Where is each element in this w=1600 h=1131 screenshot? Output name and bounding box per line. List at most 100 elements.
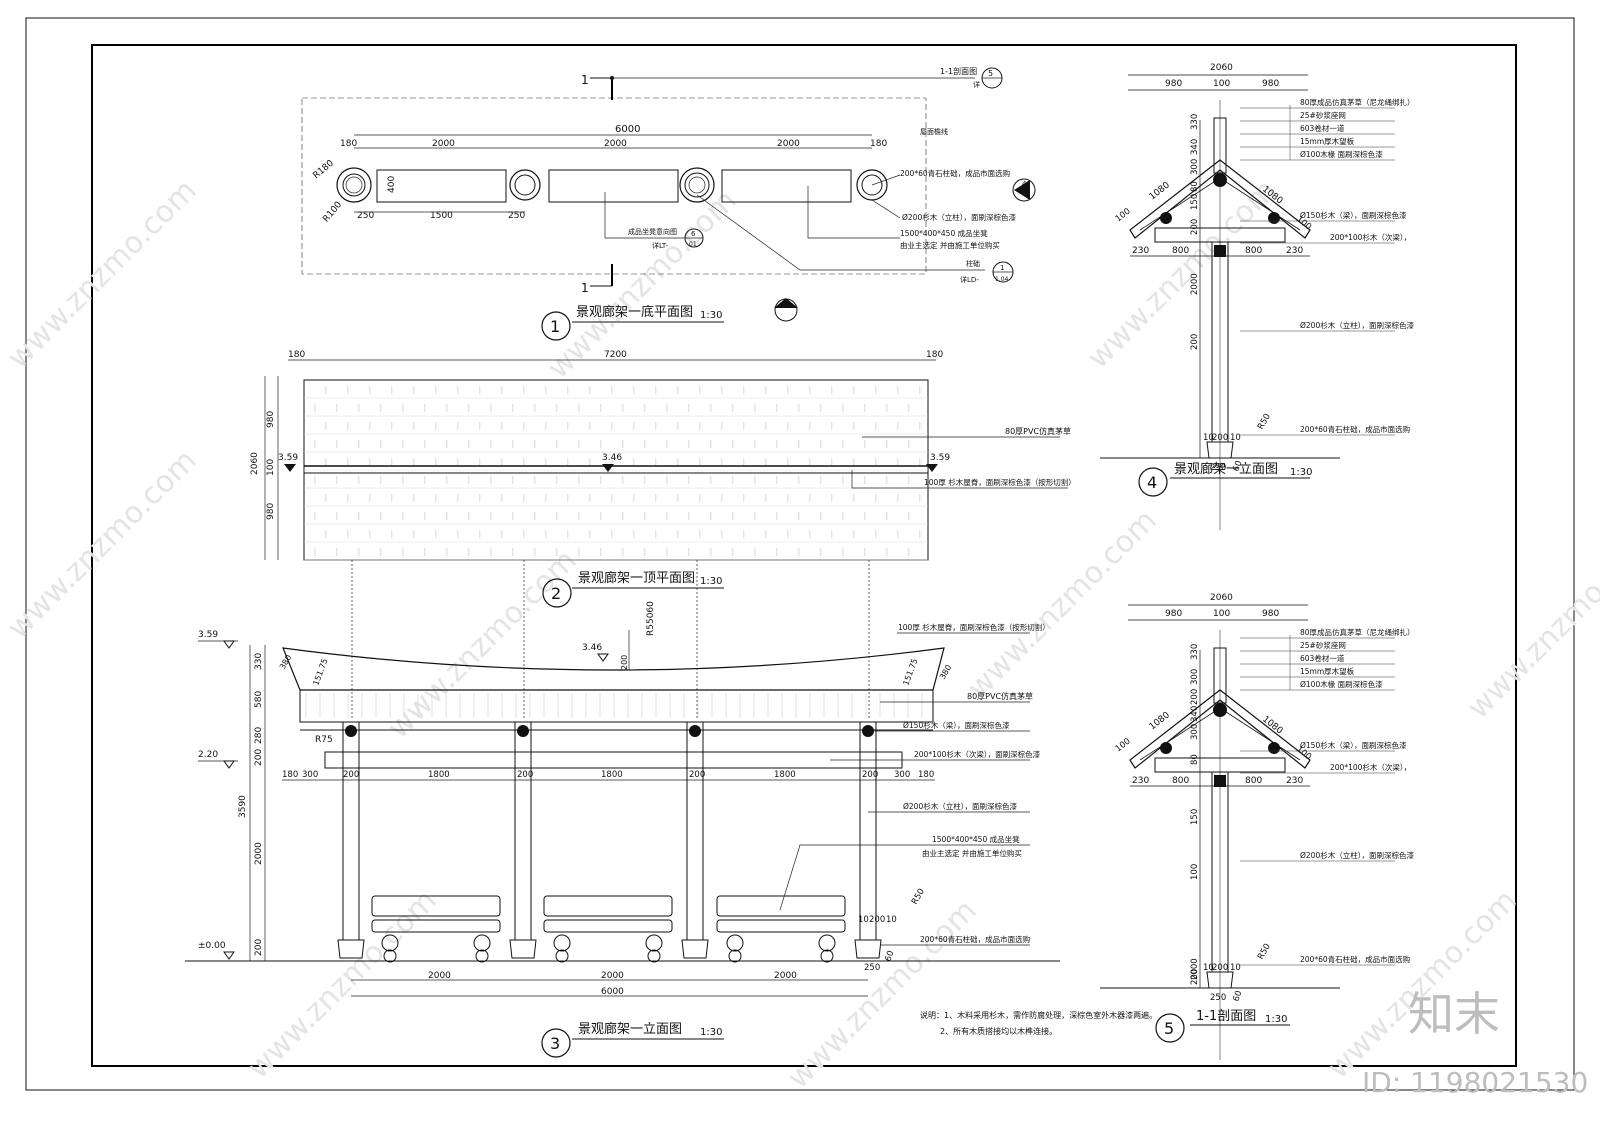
section-ref-label: 1-1剖面图 xyxy=(940,66,977,76)
dim: 800 xyxy=(1172,776,1189,786)
dim: 300 xyxy=(1190,669,1200,685)
note: Ø150杉木（梁），面刷深棕色漆 xyxy=(903,720,1010,730)
ref-sheet: 1.04 xyxy=(995,276,1009,283)
section-ref-sheet: 详 xyxy=(973,80,980,89)
watermark: www.znzmo.com xyxy=(961,503,1164,706)
dim: 2000 xyxy=(428,971,451,981)
watermark: www.znzmo.com xyxy=(241,883,444,1086)
thatch-hatch xyxy=(304,386,928,561)
dim: 1500 xyxy=(430,211,453,221)
ref-prefix: 详LD- xyxy=(960,275,979,284)
ref-num: 1 xyxy=(1000,264,1004,272)
dim: 80 xyxy=(1190,181,1200,192)
dim: 100 xyxy=(1190,864,1200,880)
radius-label: R75 xyxy=(315,735,333,745)
note: 由业主选定 并由施工单位购买 xyxy=(922,848,1022,858)
view-number-circle xyxy=(1138,467,1168,497)
view2-roof-plan: 180 7200 180 2060 980 100 980 3.59 3.46 … xyxy=(250,350,1076,608)
elev-mark: 3.59 xyxy=(278,453,298,463)
elev-mark: ±0.00 xyxy=(198,941,226,951)
grid-lines xyxy=(351,560,870,720)
bench-plan xyxy=(548,169,679,203)
roof-profile xyxy=(282,647,945,691)
outer-border xyxy=(25,17,1575,1091)
view-number: 4 xyxy=(1147,473,1157,492)
dim: 980 xyxy=(266,503,276,520)
column xyxy=(514,721,532,941)
dim: 980 xyxy=(266,411,276,428)
column xyxy=(859,721,877,941)
dim: 330 xyxy=(1190,644,1200,660)
dim: 180 xyxy=(918,770,934,780)
radius-label: R55060 xyxy=(646,601,656,636)
dim: 230 xyxy=(1286,776,1303,786)
bench-elevation xyxy=(543,895,673,963)
dim: 250 xyxy=(1210,463,1226,473)
note: 80厚PVC仿真茅草 xyxy=(967,691,1033,701)
note: 1500*400*450 成品坐凳 xyxy=(932,834,1020,844)
dim-total: 2060 xyxy=(1210,593,1233,603)
dim: 1080 xyxy=(1148,710,1172,732)
view-scale: 1:30 xyxy=(700,310,722,321)
view-number-circle xyxy=(1155,1013,1185,1043)
radius-label: R180 xyxy=(311,158,336,181)
dim: 1080 xyxy=(1260,714,1284,736)
elev-mark: 2.20 xyxy=(198,750,218,760)
inner-border xyxy=(91,44,1517,1067)
view-number: 3 xyxy=(550,1034,560,1053)
watermark: www.znzmo.com xyxy=(1461,523,1600,726)
dim: 340 xyxy=(1190,706,1200,722)
note: Ø150杉木（梁），面刷深棕色漆 xyxy=(1300,210,1407,220)
dim: 60 xyxy=(883,949,896,963)
dim: 300 xyxy=(1190,724,1200,740)
dim: 300 xyxy=(1190,159,1200,175)
section-ref-num: 5 xyxy=(988,69,993,78)
dim: 250 xyxy=(357,211,374,221)
dim-total: 6000 xyxy=(615,124,640,135)
dim: 10 xyxy=(1203,433,1214,443)
dim: 10 xyxy=(886,915,897,925)
note: 200*60青石柱础，成品市面选购 xyxy=(920,934,1030,944)
dim: 60 xyxy=(1231,459,1244,473)
dim: 330 xyxy=(254,653,264,670)
dim: 800 xyxy=(1245,246,1262,256)
dim-total: 2060 xyxy=(250,452,260,475)
dim: 230 xyxy=(1132,246,1149,256)
dim: 200 xyxy=(254,749,264,766)
dim: 180 xyxy=(926,350,943,360)
dim: 980 xyxy=(1262,79,1279,89)
dim: 150 xyxy=(1190,194,1200,210)
radius-label: R50 xyxy=(1256,412,1273,431)
dim: 200 xyxy=(1190,219,1200,235)
dim: 330 xyxy=(1190,114,1200,130)
view1-plan: 1 1-1剖面图 5 详 1 6000 180 2000 2000 2000 1… xyxy=(301,66,1036,341)
note: 200*60青石柱础，成品市面选购 xyxy=(1300,954,1410,964)
dim: 200 xyxy=(1212,433,1228,443)
dim-total: 3590 xyxy=(238,795,248,818)
dim: 200 xyxy=(1190,689,1200,705)
dim: 2000 xyxy=(254,842,264,865)
view-title: 景观廊架一底平面图 xyxy=(576,304,693,320)
dim: 400 xyxy=(387,176,397,193)
dim: 200 xyxy=(1212,963,1228,973)
dim: 230 xyxy=(1132,776,1149,786)
dim: 150 xyxy=(1190,809,1200,825)
column-base xyxy=(854,939,882,959)
dim: 2000 xyxy=(432,139,455,149)
dim: 10 xyxy=(1230,963,1241,973)
note: 80厚成品仿真茅草（尼龙绳绑扎） xyxy=(1300,97,1415,107)
dim: 2000 xyxy=(601,971,624,981)
dim: 1800 xyxy=(601,770,623,780)
view3-elevation: 3.59 2.20 ±0.00 3590 330 580 280 200 200… xyxy=(185,601,1157,1058)
dim: 980 xyxy=(1262,609,1279,619)
thatch-layer xyxy=(299,689,934,723)
dim: 2000 xyxy=(774,971,797,981)
dim: 230 xyxy=(1286,246,1303,256)
purlin xyxy=(324,751,903,769)
ref-label: 柱础 xyxy=(966,259,980,268)
note: Ø200杉木（立柱），面刷深棕色漆 xyxy=(902,212,1016,222)
dim: 300 xyxy=(894,770,910,780)
note: 25#砂浆座网 xyxy=(1300,640,1346,650)
